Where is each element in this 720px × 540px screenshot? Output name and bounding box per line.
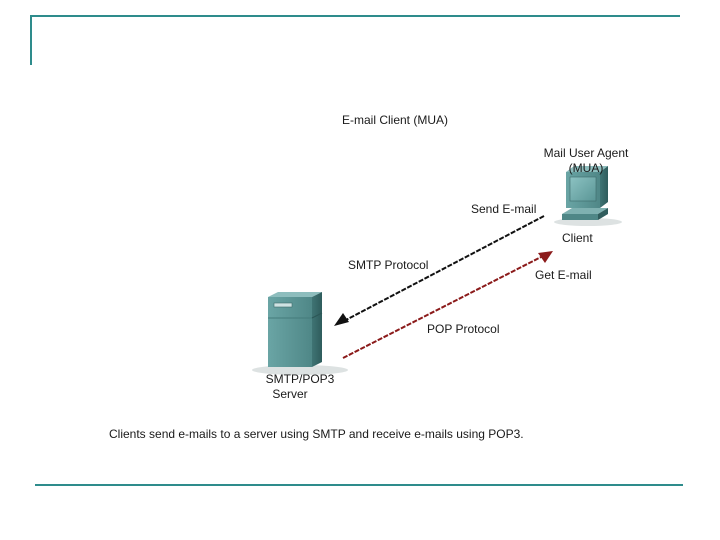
send-email-label: Send E-mail	[471, 202, 537, 216]
server-tower-icon	[252, 292, 348, 375]
server-caption-line2: Server	[272, 387, 308, 401]
send-email-arrow	[334, 215, 545, 326]
server-caption-line1: SMTP/POP3	[265, 372, 335, 386]
computer-icon	[554, 166, 622, 226]
slide-caption: Clients send e-mails to a server using S…	[109, 427, 524, 441]
get-email-arrow	[342, 251, 553, 359]
client-label-line1: Mail User Agent	[543, 146, 629, 160]
get-email-label: Get E-mail	[535, 268, 592, 282]
client-label-line2: (MUA)	[568, 161, 604, 175]
get-arrowhead	[538, 251, 553, 263]
pop-protocol-label: POP Protocol	[427, 322, 500, 336]
send-arrowhead	[334, 313, 349, 326]
top-frame-line	[30, 15, 680, 17]
diagram-title: E-mail Client (MUA)	[342, 113, 449, 127]
left-frame-line	[30, 15, 32, 65]
client-caption: Client	[562, 231, 593, 245]
bottom-frame-line	[35, 484, 683, 486]
smtp-protocol-label: SMTP Protocol	[348, 258, 429, 272]
